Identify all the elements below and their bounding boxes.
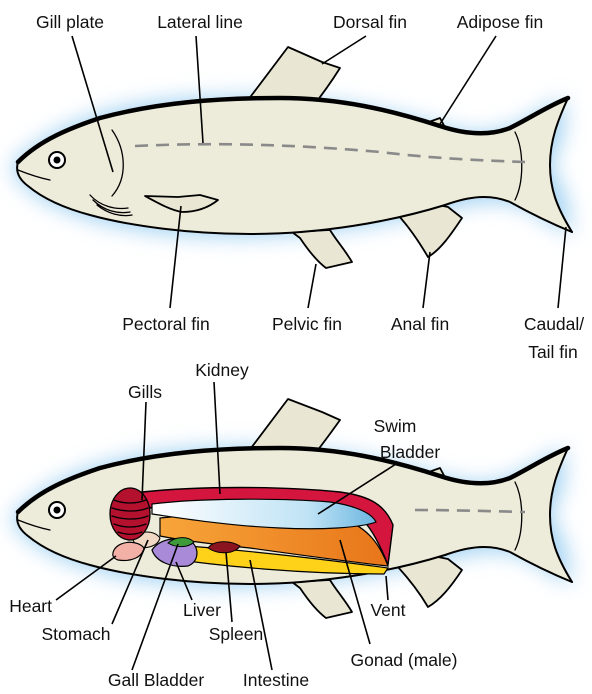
label-caudal-fin-line2: Tail fin: [528, 342, 578, 362]
label-intestine: Intestine: [243, 670, 309, 690]
label-swim-bladder-line2: Bladder: [380, 442, 440, 462]
label-lateral-line: Lateral line: [157, 12, 243, 32]
internal-fish: [12, 399, 572, 618]
label-vent: Vent: [370, 600, 405, 620]
label-kidney: Kidney: [195, 360, 249, 380]
label-adipose-fin: Adipose fin: [457, 12, 544, 32]
label-pelvic-fin: Pelvic fin: [272, 314, 342, 334]
leader-dorsal-fin: [322, 36, 366, 64]
external-pupil: [54, 157, 61, 164]
label-stomach: Stomach: [41, 624, 110, 644]
leader-caudal-fin: [558, 227, 566, 308]
label-liver: Liver: [183, 600, 221, 620]
label-pectoral-fin: Pectoral fin: [122, 314, 210, 334]
pelvic-fin: [292, 230, 352, 268]
label-caudal-fin-line1: Caudal/: [524, 314, 584, 334]
leader-vent: [386, 576, 388, 600]
label-gill-plate: Gill plate: [36, 12, 104, 32]
gills-organ: [110, 488, 150, 540]
label-gills: Gills: [128, 382, 162, 402]
label-anal-fin: Anal fin: [391, 314, 449, 334]
label-gall-bladder: Gall Bladder: [108, 670, 204, 690]
internal-pelvic-fin: [292, 580, 352, 618]
leader-adipose-fin: [440, 36, 496, 124]
internal-pupil: [54, 507, 61, 514]
label-dorsal-fin: Dorsal fin: [333, 12, 407, 32]
leader-anal-fin: [423, 252, 430, 308]
label-heart: Heart: [9, 596, 52, 616]
leader-pelvic-fin: [308, 264, 316, 308]
label-swim-bladder-line1: Swim: [374, 416, 417, 436]
external-fish: [12, 47, 572, 268]
label-gonad: Gonad (male): [351, 650, 458, 670]
label-spleen: Spleen: [209, 624, 264, 644]
